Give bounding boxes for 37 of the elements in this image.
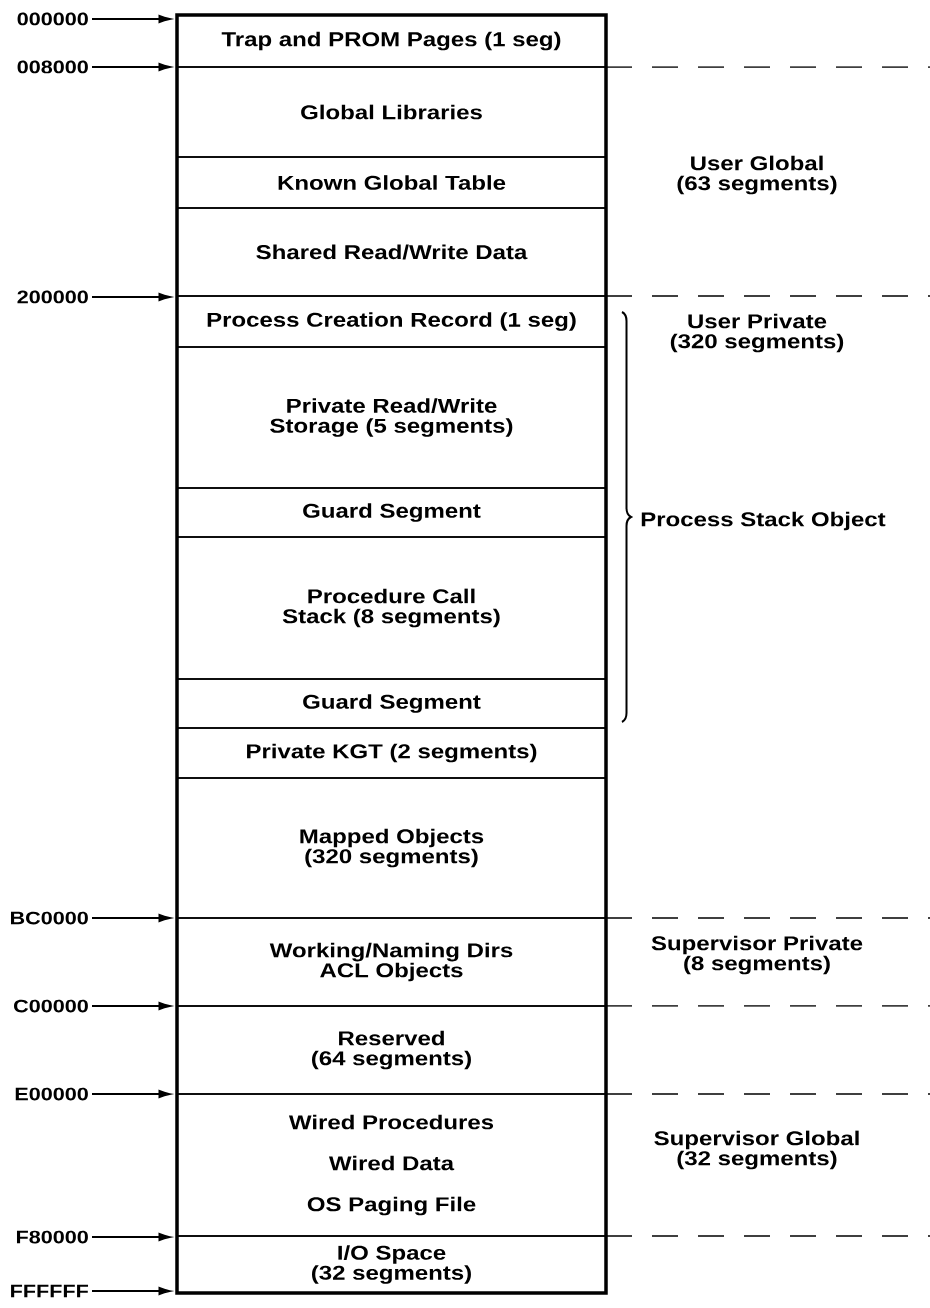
region-label: Process Stack Object — [641, 511, 886, 531]
arrow — [91, 1002, 171, 1011]
memory-segment: Wired Procedures Wired Data OS Paging File — [176, 1093, 607, 1237]
arrow — [91, 1090, 171, 1099]
arrow — [91, 63, 171, 72]
address-label: F80000 — [17, 1230, 88, 1244]
region-label: Supervisor Global (32 segments) — [654, 1130, 859, 1170]
arrow — [91, 1287, 171, 1296]
region-label: User Private (320 segments) — [670, 313, 844, 353]
arrow — [91, 293, 171, 302]
address-label: FFFFFF — [11, 1284, 89, 1298]
memory-segment: Procedure Call Stack (8 segments) — [176, 536, 607, 680]
address-label: 000000 — [17, 12, 88, 26]
memory-segment: Private KGT (2 segments) — [176, 727, 607, 779]
memory-segment: Reserved (64 segments) — [176, 1005, 607, 1095]
address-label: E00000 — [15, 1087, 88, 1101]
arrow — [91, 914, 171, 923]
arrow — [91, 15, 171, 24]
address-label: C00000 — [14, 999, 88, 1013]
memory-map-frame — [175, 13, 608, 1295]
region-label: User Global (63 segments) — [677, 155, 837, 195]
memory-segment: Guard Segment — [176, 678, 607, 729]
memory-segment: Shared Read/Write Data — [176, 207, 607, 297]
arrow — [91, 1233, 171, 1242]
memory-segment: Mapped Objects (320 segments) — [176, 777, 607, 919]
memory-segment: Private Read/Write Storage (5 segments) — [176, 346, 607, 489]
memory-segment: Trap and PROM Pages (1 seg) — [176, 14, 607, 68]
address-label: BC0000 — [11, 911, 88, 925]
memory-segment: Known Global Table — [176, 156, 607, 209]
memory-segment: Guard Segment — [176, 487, 607, 538]
memory-segment: Process Creation Record (1 seg) — [176, 295, 607, 348]
memory-segment: Working/Naming Dirs ACL Objects — [176, 917, 607, 1007]
address-label: 200000 — [17, 290, 88, 304]
memory-segment: Global Libraries — [176, 66, 607, 158]
region-label: Supervisor Private (8 segments) — [651, 935, 863, 975]
address-label: 008000 — [17, 60, 88, 74]
memory-segment: I/O Space (32 segments) — [176, 1235, 607, 1294]
